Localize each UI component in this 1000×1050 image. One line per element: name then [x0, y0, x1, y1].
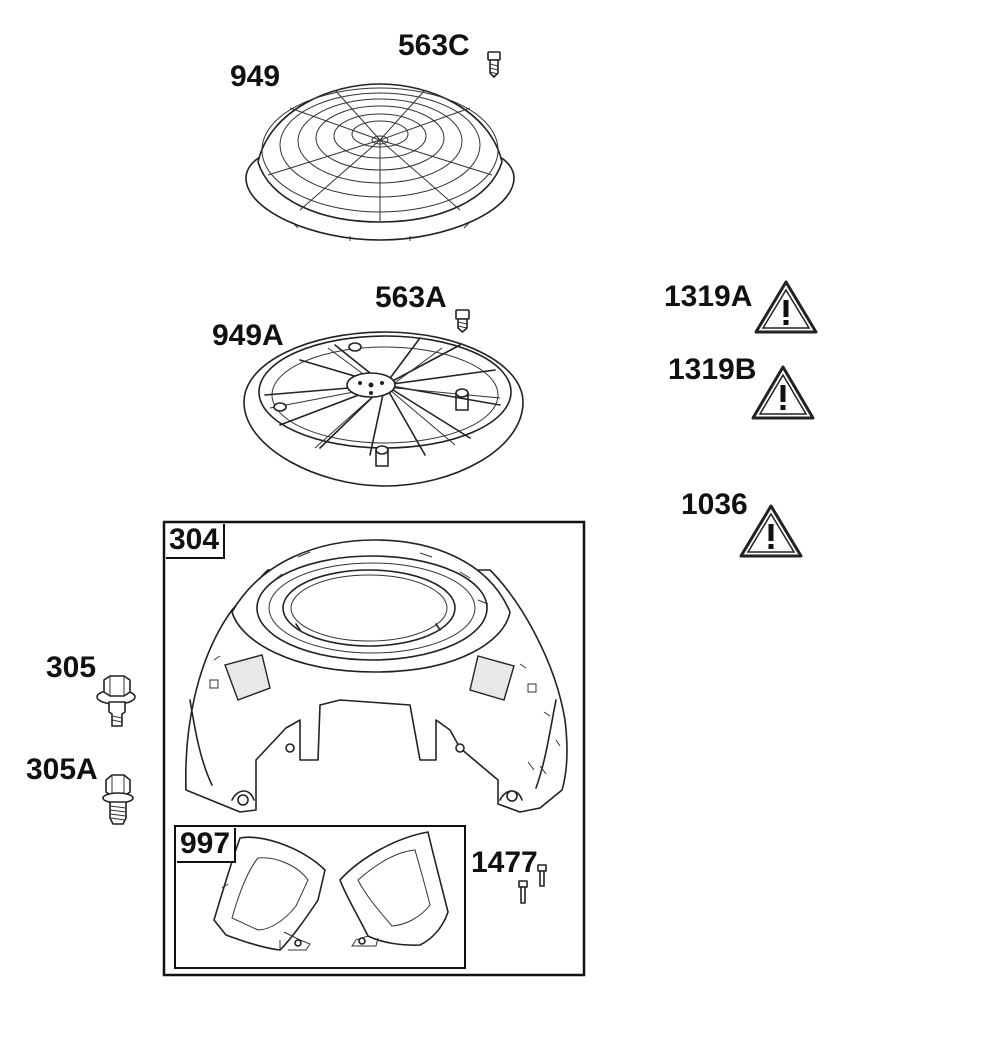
- bolt-305-icon[interactable]: [96, 675, 136, 727]
- fan-949a[interactable]: [243, 331, 524, 487]
- part-label-949a: 949A: [212, 319, 284, 352]
- kit-box-304: [162, 520, 586, 977]
- baffle-left-997[interactable]: [213, 836, 326, 951]
- warning-triangle-1036-icon[interactable]: [739, 504, 803, 558]
- screw-563c-icon[interactable]: [487, 51, 501, 78]
- part-label-305a: 305A: [26, 753, 98, 786]
- blower-housing-304[interactable]: [184, 539, 568, 813]
- screw-563a-icon[interactable]: [455, 309, 470, 333]
- part-label-997: 997: [177, 828, 237, 863]
- warning-triangle-1319b-icon[interactable]: [751, 365, 815, 420]
- part-label-305: 305: [46, 651, 97, 684]
- part-label-949: 949: [230, 60, 281, 93]
- grass-screen-949[interactable]: [245, 83, 515, 241]
- kit-box-997: [174, 825, 466, 969]
- part-label-1319a: 1319A: [664, 280, 753, 313]
- bolt-305a-icon[interactable]: [102, 774, 134, 825]
- part-label-563a: 563A: [375, 281, 447, 314]
- part-label-1036: 1036: [681, 488, 748, 521]
- screw-1477-icon[interactable]: [518, 864, 547, 904]
- baffle-right-997[interactable]: [339, 831, 449, 947]
- part-label-563c: 563C: [398, 29, 470, 62]
- part-label-1319b: 1319B: [668, 353, 757, 386]
- part-label-1477: 1477: [471, 846, 538, 879]
- warning-triangle-1319a-icon[interactable]: [754, 280, 818, 334]
- part-label-304: 304: [166, 524, 226, 559]
